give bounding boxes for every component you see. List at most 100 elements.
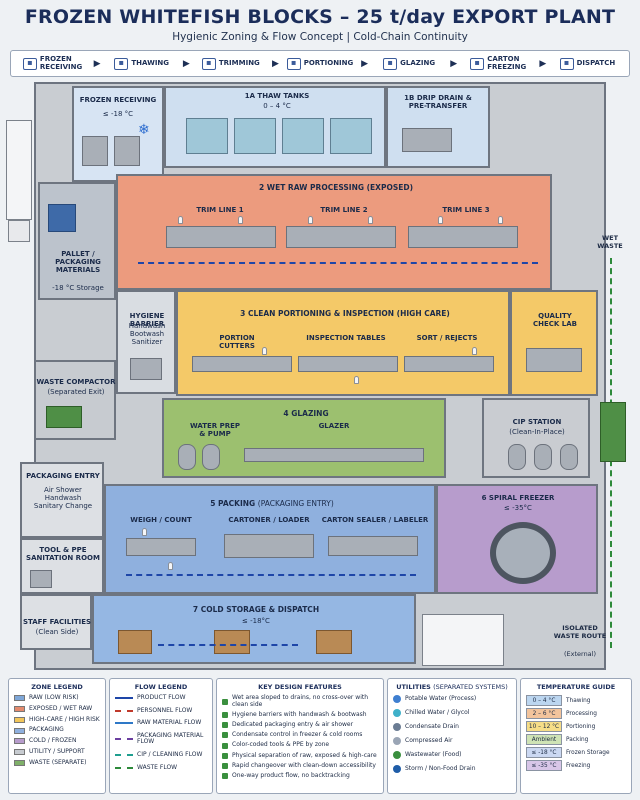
- packaging-entry-items: Air Shower Handwash Sanitary Change: [33, 486, 93, 511]
- design-feature-item: Hygiene barriers with handwash & bootwas…: [222, 711, 378, 719]
- color-swatch: [14, 706, 25, 713]
- zone-wet-raw-processing: 2 WET RAW PROCESSING (EXPOSED) TRIM LINE…: [116, 174, 552, 290]
- inspection-table: [298, 356, 398, 372]
- flow-step: ▪PORTIONING: [282, 57, 357, 70]
- temperature-range: 0 – 4 °C: [526, 695, 562, 706]
- color-swatch: [14, 695, 25, 702]
- design-feature-item: Wet area sloped to drains, no cross-over…: [222, 694, 378, 708]
- carton-icon: ▪: [470, 57, 485, 70]
- flow-legend-item: PACKAGING MATERIAL FLOW: [115, 731, 207, 746]
- design-feature-text: Physical separation of raw, exposed & hi…: [232, 751, 377, 759]
- water-prep-tank: [202, 444, 220, 470]
- portion-cutter: [192, 356, 292, 372]
- zone-frozen-receiving: FROZEN RECEIVING ≤ -18 °C ❄: [72, 86, 164, 182]
- arrow-right-icon: ▶: [539, 58, 547, 69]
- utility-label: Condensate Drain: [405, 722, 459, 730]
- packaging-entry-label: PACKAGING ENTRY: [26, 472, 100, 480]
- flow-legend-item: PERSONNEL FLOW: [115, 707, 207, 715]
- truck-cab: [8, 220, 30, 242]
- dispatch-truck-icon: [422, 614, 504, 666]
- thaw-tanks-temp: 0 – 4 °C: [263, 102, 291, 110]
- color-swatch: [14, 727, 25, 734]
- flow-step-label: THAWING: [131, 58, 170, 67]
- temperature-use: Frozen Storage: [566, 749, 610, 756]
- design-feature-item: Rapid changeover with clean-down accessi…: [222, 762, 378, 770]
- sort-table: [404, 356, 494, 372]
- water-prep-tank: [178, 444, 196, 470]
- flow-step-label: TRIMMING: [218, 58, 260, 67]
- zone-hygiene-barrier: HYGIENE BARRIER Handwash Bootwash Saniti…: [116, 290, 176, 394]
- spiral-freezer-label: 6 SPIRAL FREEZER: [481, 494, 555, 502]
- flow-step-label: DISPATCH: [576, 58, 616, 67]
- frozen-receiving-temp: ≤ -18 °C: [102, 110, 134, 118]
- thaw-tanks-label: 1A THAW TANKS: [244, 92, 310, 100]
- design-feature-item: Physical separation of raw, exposed & hi…: [222, 751, 378, 760]
- utility-item: Potable Water (Process): [393, 695, 511, 703]
- legend-area: ZONE LEGEND RAW (LOW RISK)EXPOSED / WET …: [8, 678, 632, 794]
- utilities-legend: UTILITIES (SEPARATED SYSTEMS) Potable Wa…: [387, 678, 517, 794]
- temperature-range: ≤ -18 °C: [526, 747, 562, 758]
- wet-raw-label: 2 WET RAW PROCESSING (EXPOSED): [258, 183, 414, 192]
- flow-step: ▪CARTON FREEZING: [461, 56, 536, 71]
- zone-legend-item: COLD / FROZEN: [14, 738, 100, 745]
- arrow-right-icon: ▶: [182, 58, 190, 69]
- utility-label: Storm / Non-Food Drain: [405, 764, 476, 772]
- packing-label: 5 PACKING (PACKAGING ENTRY): [106, 499, 438, 509]
- zone-legend-item: WASTE (SEPARATE): [14, 759, 100, 767]
- weigh-count-label: WEIGH / COUNT: [130, 516, 192, 524]
- utilities-title: UTILITIES (SEPARATED SYSTEMS): [393, 683, 511, 691]
- worker-icon: [238, 216, 243, 224]
- waste-compactor-note: (Separated Exit): [47, 388, 105, 396]
- arrow-right-icon: ▶: [450, 58, 458, 69]
- zone-glazing: 4 GLAZING WATER PREP & PUMP GLAZER: [162, 398, 446, 478]
- utility-label: Chilled Water / Glycol: [405, 708, 470, 716]
- flow-legend-item: PRODUCT FLOW: [115, 694, 207, 702]
- flow-legend-label: RAW MATERIAL FLOW: [137, 719, 202, 727]
- zone-legend-label: PACKAGING: [29, 726, 64, 734]
- product-flow-line: [158, 644, 298, 646]
- utility-icon: [393, 709, 401, 717]
- page-title: FROZEN WHITEFISH BLOCKS – 25 t/day EXPOR…: [24, 6, 616, 28]
- utilities-title-text: UTILITIES: [396, 683, 431, 691]
- zone-cip-station: CIP STATION (Clean-In-Place): [482, 398, 590, 478]
- fish-icon: ▪: [201, 57, 216, 70]
- line-swatch: [115, 754, 133, 757]
- worker-icon: [438, 216, 443, 224]
- thaw-tank: [330, 118, 372, 154]
- zone-spiral-freezer: 6 SPIRAL FREEZER ≤ -35°C: [436, 484, 598, 594]
- thaw-tank: [186, 118, 228, 154]
- staff-note: (Clean Side): [35, 628, 79, 636]
- design-features: KEY DESIGN FEATURES Wet area sloped to d…: [216, 678, 384, 794]
- design-features-title: KEY DESIGN FEATURES: [258, 683, 342, 691]
- flow-legend-item: RAW MATERIAL FLOW: [115, 720, 207, 727]
- flow-legend-label: PACKAGING MATERIAL FLOW: [137, 731, 204, 746]
- zone-legend-title: ZONE LEGEND: [31, 683, 83, 691]
- flow-step-label: FROZEN RECEIVING: [39, 55, 83, 71]
- sink-unit: [130, 358, 162, 380]
- zone-packaging-entry: PACKAGING ENTRY Air Shower Handwash Sani…: [20, 462, 104, 538]
- utility-icon: [393, 723, 401, 731]
- glazer-conveyor: [244, 448, 424, 462]
- flow-step: ▪TRIMMING: [193, 57, 268, 70]
- cip-tank: [534, 444, 552, 470]
- design-feature-text: Color-coded tools & PPE by zone: [232, 741, 330, 749]
- temperature-guide-title: TEMPERATURE GUIDE: [536, 683, 616, 691]
- process-flow-bar: ▪FROZEN RECEIVING▶▪THAWING▶▪TRIMMING▶▪PO…: [10, 50, 630, 77]
- trim-line-2: [286, 226, 396, 248]
- color-swatch: [14, 716, 25, 723]
- waste-bin: [46, 406, 82, 428]
- arrow-right-icon: ▶: [361, 58, 369, 69]
- sort-rejects-label: SORT / REJECTS: [416, 334, 478, 342]
- flow-legend-label: CIP / CLEANING FLOW: [137, 750, 203, 758]
- tool-ppe-label: TOOL & PPE SANITATION ROOM: [26, 546, 100, 563]
- worker-icon: [472, 347, 477, 355]
- utility-label: Compressed Air: [405, 736, 453, 744]
- temperature-use: Freezing: [566, 762, 591, 769]
- hygiene-barrier-label: HYGIENE BARRIER: [129, 312, 165, 329]
- checkmark-icon: [222, 763, 228, 770]
- water-icon: ▪: [114, 57, 129, 70]
- cartoner: [224, 534, 314, 558]
